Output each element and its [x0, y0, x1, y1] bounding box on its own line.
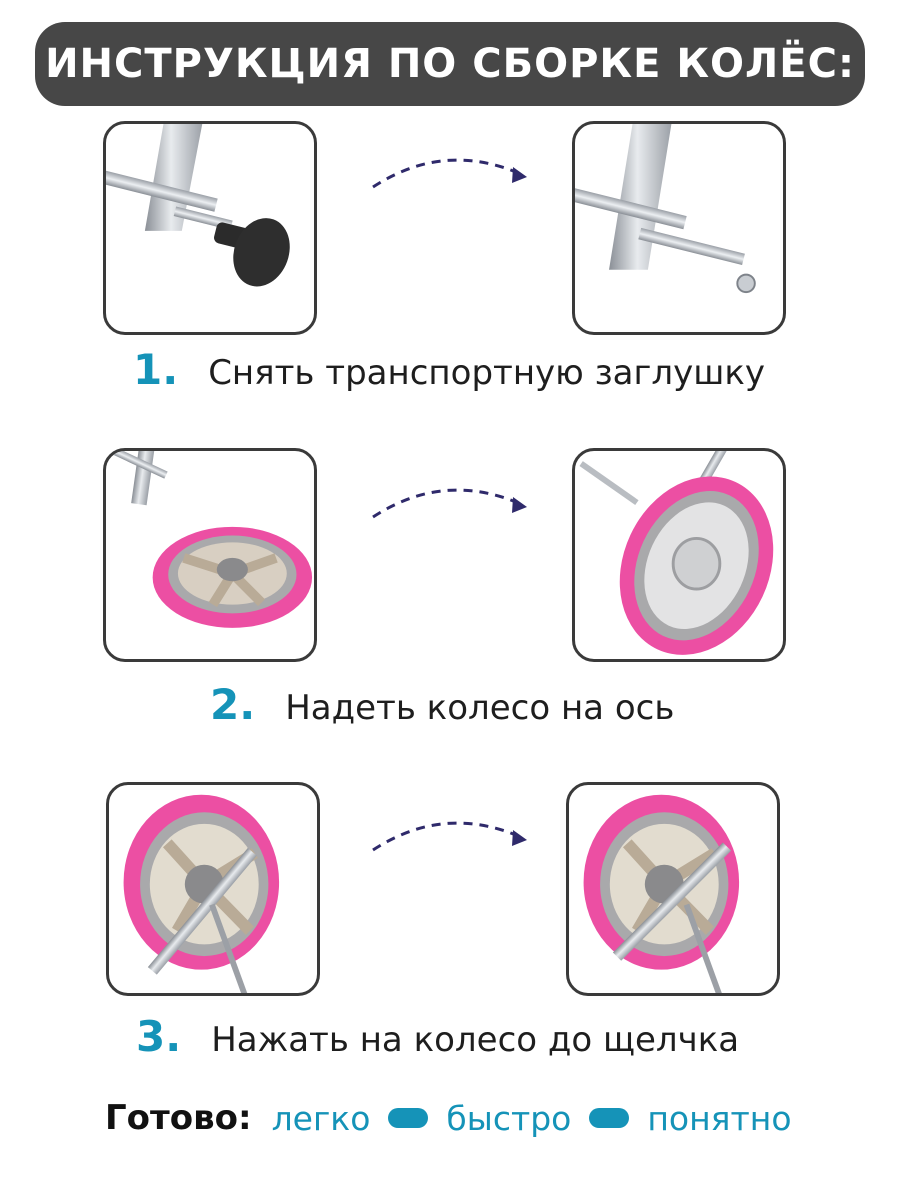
step3-after-image [566, 782, 780, 996]
step-2: 2. Надеть колесо на ось [210, 680, 674, 729]
step3-before-image [106, 782, 320, 996]
footer-word-fast: быстро [446, 1098, 572, 1138]
step-number: 1. [133, 345, 179, 394]
step-number: 2. [210, 680, 256, 729]
separator-pill-icon [589, 1108, 630, 1128]
step1-after-image [572, 121, 786, 335]
step2-after-image [572, 448, 786, 662]
step-3: 3. Нажать на колесо до щелчка [136, 1012, 739, 1061]
dashed-curved-arrow-icon [372, 821, 527, 852]
footer-word-clear: понятно [647, 1098, 792, 1138]
step-text: Надеть колесо на ось [285, 688, 675, 728]
dashed-curved-arrow-icon [372, 488, 527, 519]
separator-pill-icon [388, 1108, 429, 1128]
step2-before-image [103, 448, 317, 662]
page-title: ИНСТРУКЦИЯ ПО СБОРКЕ КОЛЁС: [45, 41, 855, 87]
step-text: Нажать на колесо до щелчка [211, 1020, 740, 1060]
step-number: 3. [136, 1012, 182, 1061]
footer-summary: Готово: легко быстро понятно [105, 1098, 792, 1138]
step1-before-image [103, 121, 317, 335]
footer-label: Готово: [105, 1098, 252, 1138]
step-text: Снять транспортную заглушку [208, 353, 766, 393]
step-1: 1. Снять транспортную заглушку [133, 345, 765, 394]
header-banner: ИНСТРУКЦИЯ ПО СБОРКЕ КОЛЁС: [35, 22, 865, 106]
footer-word-easy: легко [271, 1098, 371, 1138]
dashed-curved-arrow-icon [372, 158, 527, 189]
